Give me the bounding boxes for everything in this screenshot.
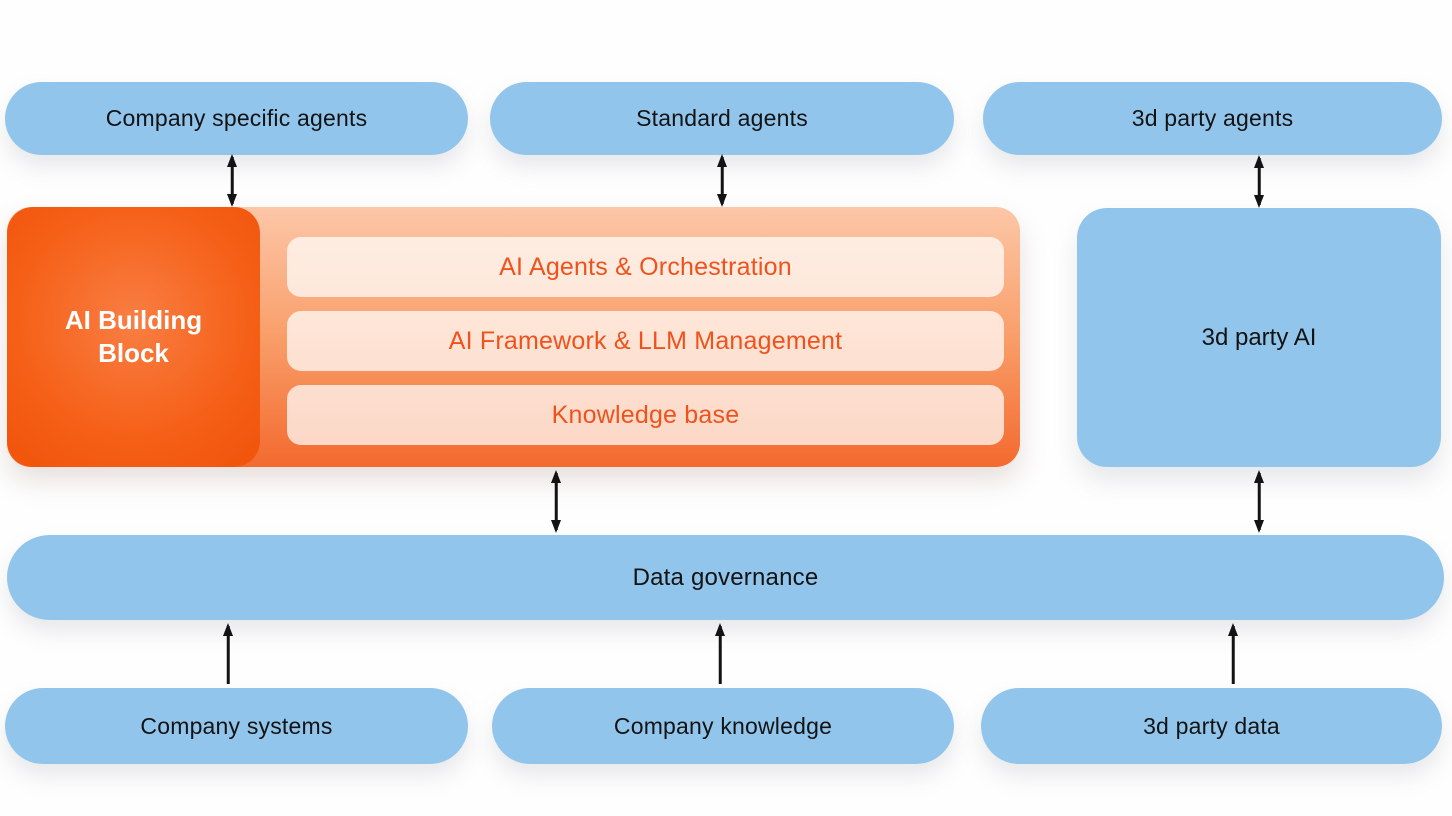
arrow-stem [720, 157, 724, 204]
node-label: Data governance [632, 563, 819, 591]
ai-building-block-container: AI Agents & Orchestration AI Framework &… [7, 207, 1020, 467]
node-ai-building-block: AI Building Block [7, 207, 260, 467]
node-3d-party-agents: 3d party agents [983, 82, 1442, 155]
node-label: Company knowledge [613, 712, 833, 739]
arrow-stem [718, 626, 722, 684]
node-label: 3d party agents [1131, 105, 1294, 131]
arrow-standard-agents-ai-block [715, 154, 729, 207]
arrow-stem [1257, 158, 1261, 205]
node-label: 3d party AI [1201, 323, 1317, 351]
arrow-stem [554, 473, 558, 530]
layer-label: Knowledge base [551, 400, 740, 429]
arrow-3d-party-ai-data-governance [1252, 470, 1266, 533]
node-label: Standard agents [636, 105, 808, 131]
arrowhead-down-icon [227, 194, 237, 207]
ai-layers: AI Agents & Orchestration AI Framework &… [287, 237, 1004, 445]
node-company-systems: Company systems [5, 688, 468, 764]
arrow-ai-block-data-governance [549, 470, 563, 533]
layer-knowledge-base: Knowledge base [287, 385, 1004, 445]
arrow-stem [1257, 473, 1261, 530]
node-company-specific-agents: Company specific agents [5, 82, 468, 155]
node-label: Company systems [140, 712, 333, 739]
arrowhead-down-icon [551, 520, 561, 533]
node-company-knowledge: Company knowledge [492, 688, 954, 764]
arrowhead-down-icon [1254, 520, 1264, 533]
arrow-3d-party-agents-3d-party-ai [1252, 155, 1266, 208]
arrowhead-down-icon [1254, 195, 1264, 208]
node-standard-agents: Standard agents [490, 82, 954, 155]
node-3d-party-ai: 3d party AI [1077, 208, 1441, 467]
layer-ai-framework-llm-management: AI Framework & LLM Management [287, 311, 1004, 371]
arrow-3d-party-data-data-governance [1226, 623, 1240, 687]
arrow-company-knowledge-data-governance [713, 623, 727, 687]
layer-ai-agents-orchestration: AI Agents & Orchestration [287, 237, 1004, 297]
arrow-stem [1231, 626, 1235, 684]
arrow-company-specific-agents-ai-block [225, 154, 239, 207]
arrowhead-down-icon [717, 194, 727, 207]
arrow-company-systems-data-governance [221, 623, 235, 687]
node-3d-party-data: 3d party data [981, 688, 1442, 764]
layer-label: AI Agents & Orchestration [499, 252, 792, 281]
node-label: 3d party data [1143, 712, 1280, 739]
node-label: Company specific agents [105, 105, 368, 131]
layer-label: AI Framework & LLM Management [448, 326, 843, 355]
node-data-governance: Data governance [7, 535, 1444, 620]
arrow-stem [226, 626, 230, 684]
node-label: AI Building Block [64, 304, 203, 368]
arrow-stem [230, 157, 234, 204]
